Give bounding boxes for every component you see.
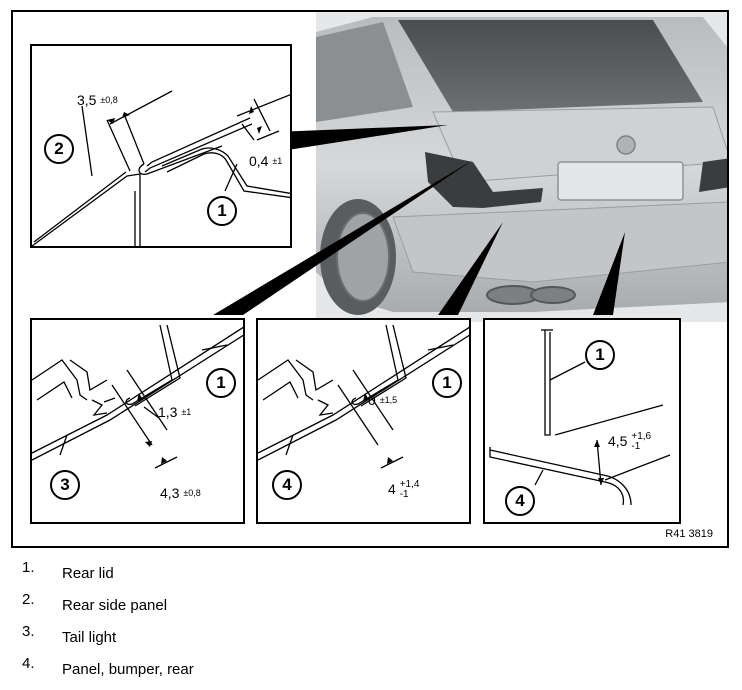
- callout-4: 4: [505, 486, 535, 516]
- inset-bottom-left: 1 3 1,3 ±1 4,3 ±0,8: [30, 318, 245, 524]
- inset-bottom-right-drawing: [489, 329, 671, 506]
- inset-top-drawing: [32, 90, 290, 246]
- diagram-frame: 2 1 3,5 ±0,8 0,4 ±1: [11, 10, 729, 548]
- callout-1: 1: [207, 196, 237, 226]
- dimension-gap-a: 3,5 ±0,8: [77, 92, 118, 108]
- callout-1: 1: [206, 368, 236, 398]
- dimension-gap-a: 0 ±1,5: [368, 392, 398, 408]
- inset-bottom-middle: 1 4 0 ±1,5 4 +1,4-1: [256, 318, 471, 524]
- inset-bottom-right: 1 4 4,5 +1,6-1: [483, 318, 681, 524]
- legend-number: 1.: [22, 559, 35, 576]
- dimension-gap-a: 4,5 +1,6-1: [608, 431, 652, 452]
- legend-label: Tail light: [62, 629, 117, 646]
- figure-id: R41 3819: [665, 528, 713, 540]
- legend-number: 3.: [22, 623, 35, 640]
- legend-label: Rear lid: [62, 565, 114, 582]
- dimension-gap-b: 4,3 ±0,8: [160, 485, 201, 501]
- callout-3: 3: [50, 470, 80, 500]
- callout-2: 2: [44, 134, 74, 164]
- callout-1: 1: [432, 368, 462, 398]
- car-rear-illustration: [213, 12, 727, 322]
- legend-number: 2.: [22, 591, 35, 608]
- dimension-gap-b: 4 +1,4-1: [388, 479, 420, 500]
- legend-number: 4.: [22, 655, 35, 672]
- legend-label: Rear side panel: [62, 597, 168, 614]
- inset-bottom-middle-drawing: [258, 324, 469, 469]
- legend-label: Panel, bumper, rear: [62, 661, 194, 678]
- callout-1: 1: [585, 340, 615, 370]
- inset-top: 2 1 3,5 ±0,8 0,4 ±1: [30, 44, 292, 248]
- dimension-gap-a: 1,3 ±1: [158, 404, 192, 420]
- dimension-gap-b: 0,4 ±1: [249, 153, 283, 169]
- callout-4: 4: [272, 470, 302, 500]
- inset-bottom-left-drawing: [32, 324, 243, 469]
